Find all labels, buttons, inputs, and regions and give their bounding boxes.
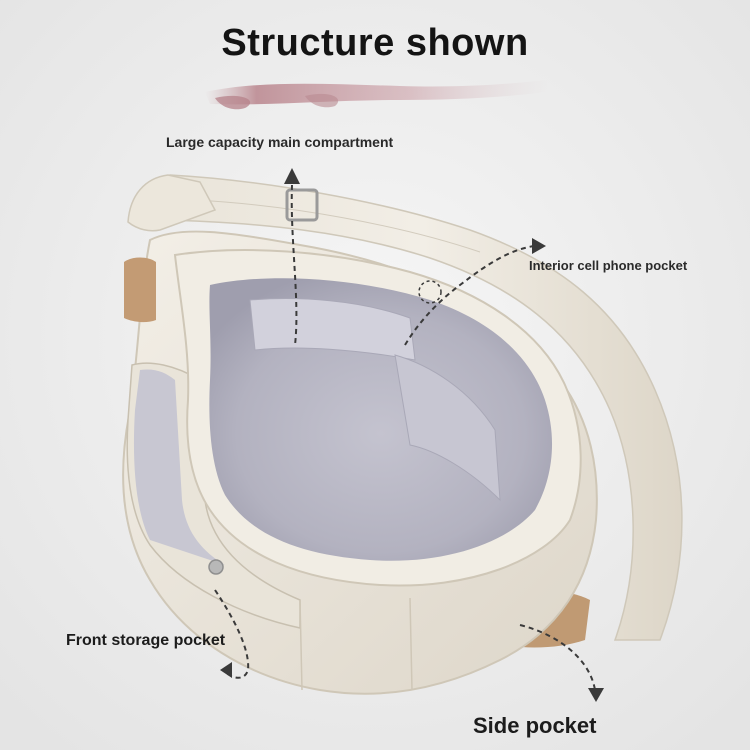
arrowheads — [220, 168, 604, 702]
phone-pocket-highlight — [418, 280, 442, 304]
label-main-compartment: Large capacity main compartment — [166, 134, 394, 150]
arrow-side-pocket — [519, 624, 596, 691]
arrowhead-main — [284, 168, 300, 184]
arrowhead-phone — [532, 238, 546, 254]
label-front-pocket: Front storage pocket — [66, 632, 226, 649]
shoulder-strap — [159, 174, 683, 641]
left-side-pocket — [124, 257, 156, 323]
arrow-phone-pocket — [404, 245, 535, 346]
interior-phone-pocket — [249, 298, 416, 361]
callout-arrows — [214, 184, 596, 691]
strap-loop — [127, 174, 217, 232]
page-title: Structure shown — [221, 22, 529, 64]
label-phone-pocket: Interior cell phone pocket — [529, 258, 688, 273]
interior-divider-pocket — [394, 354, 501, 502]
snap-button — [208, 559, 224, 575]
label-side-pocket: Side pocket — [473, 713, 597, 738]
strap-buckle — [285, 188, 319, 222]
title-brush-stroke — [205, 80, 548, 110]
main-compartment-lining — [209, 278, 553, 561]
front-pocket-lining — [133, 369, 225, 565]
arrowhead-front — [220, 662, 232, 678]
arrow-front-pocket — [214, 589, 250, 679]
arrow-main-compartment — [290, 184, 298, 346]
arrowhead-side — [588, 688, 604, 702]
